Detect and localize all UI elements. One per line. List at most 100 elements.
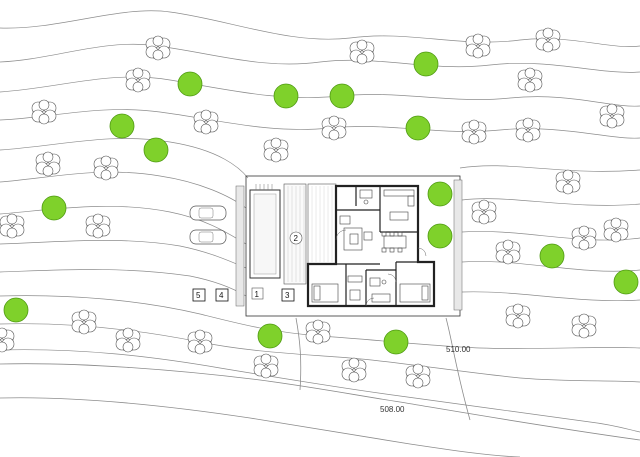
zone-marker-2: 2 [289, 231, 303, 245]
svg-text:3: 3 [285, 291, 290, 300]
contour-line [0, 171, 247, 209]
sofa [343, 227, 363, 251]
living-room-furniture [339, 215, 373, 251]
existing-tree-icon [571, 313, 597, 339]
new-tree-icon [405, 115, 431, 141]
path-line [445, 317, 471, 421]
svg-text:5: 5 [196, 291, 201, 300]
desk [349, 289, 361, 301]
road [0, 317, 640, 457]
contour-lines [0, 10, 640, 433]
svg-text:1: 1 [255, 290, 260, 299]
new-tree-icon [383, 329, 409, 355]
zone-marker-4: 4 [215, 288, 229, 302]
existing-tree-icon [31, 99, 57, 125]
new-trees [3, 51, 639, 355]
existing-tree-icon [85, 213, 111, 239]
existing-tree-icon [341, 357, 367, 383]
contour-line [461, 291, 640, 302]
new-tree-icon [413, 51, 439, 77]
bedroom-furniture [311, 275, 431, 303]
existing-tree-icon [263, 137, 289, 163]
existing-tree-icon [349, 39, 375, 65]
car-icon [189, 229, 227, 245]
contour-label-510: 510.00 [446, 345, 471, 354]
dining-table [383, 235, 407, 249]
contour-line [0, 76, 640, 107]
kitchen-island [389, 211, 409, 221]
existing-tree-icon [603, 217, 629, 243]
kitchen-counter [383, 189, 415, 197]
pool-steps [255, 184, 273, 190]
existing-tree-icon [405, 363, 431, 389]
existing-tree-icon [517, 67, 543, 93]
terrace-hatch [311, 186, 333, 262]
road-edge-upper [0, 363, 640, 441]
bed [311, 283, 339, 303]
contour-line [0, 349, 640, 433]
svg-text:4: 4 [219, 291, 224, 300]
existing-tree-icon [145, 35, 171, 61]
new-tree-icon [427, 181, 453, 207]
existing-tree-icon [187, 329, 213, 355]
contour-line [0, 109, 640, 139]
existing-tree-icon [35, 151, 61, 177]
existing-tree-icon [321, 115, 347, 141]
bath-fixtures [359, 189, 391, 303]
svg-text:2: 2 [294, 234, 299, 243]
contour-line [0, 43, 640, 73]
doors [335, 229, 427, 307]
existing-tree-icon [253, 353, 279, 379]
new-tree-icon [329, 83, 355, 109]
contour-line [459, 165, 640, 172]
existing-tree-icon [193, 109, 219, 135]
new-tree-icon [109, 113, 135, 139]
hedge-right [453, 179, 463, 311]
coffee-table [349, 233, 359, 245]
pool-inner [253, 193, 277, 275]
zone-marker-1: 1 [251, 287, 264, 300]
existing-tree-icon [515, 117, 541, 143]
existing-tree-icon [71, 309, 97, 335]
fridge [407, 195, 415, 207]
zone-marker-3: 3 [281, 288, 295, 302]
existing-tree-icon [571, 225, 597, 251]
new-tree-icon [177, 71, 203, 97]
existing-tree-icon [305, 319, 331, 345]
existing-tree-icon [555, 169, 581, 195]
new-tree-icon [539, 243, 565, 269]
existing-tree-icon [471, 199, 497, 225]
new-tree-icon [41, 195, 67, 221]
zone-marker-5: 5 [192, 288, 206, 302]
existing-tree-icon [461, 119, 487, 145]
existing-tree-icon [93, 155, 119, 181]
hedge-left [235, 185, 245, 307]
bed [399, 283, 431, 303]
existing-tree-icon [115, 327, 141, 353]
armchair [363, 231, 373, 241]
new-tree-icon [3, 297, 29, 323]
existing-tree-icon [465, 33, 491, 59]
armchair [339, 215, 351, 225]
dining-furniture [381, 231, 407, 253]
existing-tree-icon [505, 303, 531, 329]
contour-line [0, 240, 247, 269]
new-tree-icon [143, 137, 169, 163]
new-tree-icon [273, 83, 299, 109]
existing-tree-icon [495, 239, 521, 265]
kitchen-furniture [383, 189, 415, 221]
existing-tree-icon [125, 67, 151, 93]
contour-label-508: 508.00 [380, 405, 405, 414]
new-tree-icon [427, 223, 453, 249]
contour-line [0, 205, 247, 245]
contour-line [0, 269, 247, 297]
new-tree-icon [613, 269, 639, 295]
existing-tree-icon [535, 27, 561, 53]
parking-area [189, 205, 227, 245]
road-edge-lower [0, 397, 521, 457]
car-icon [189, 205, 227, 221]
contour-line [461, 198, 640, 206]
existing-tree-icon [599, 103, 625, 129]
wardrobe [347, 275, 363, 283]
